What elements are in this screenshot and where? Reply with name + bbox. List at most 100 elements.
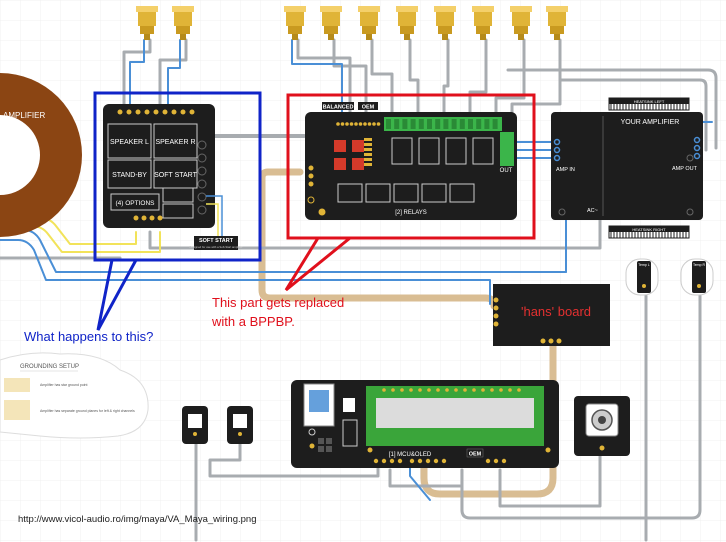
pin bbox=[162, 109, 168, 115]
push-button-2 bbox=[227, 406, 253, 444]
ic-chip bbox=[352, 140, 364, 152]
wire-button-2 bbox=[208, 442, 380, 478]
options-box bbox=[110, 193, 160, 211]
speaker-board-bottom-pins bbox=[133, 215, 163, 221]
pin bbox=[425, 458, 431, 464]
rca-jack-icon bbox=[136, 6, 158, 40]
rca-jack-icon bbox=[172, 6, 194, 40]
relay-block-icon bbox=[393, 183, 419, 203]
pin bbox=[336, 122, 340, 126]
relay-board-chips bbox=[334, 138, 372, 170]
ic-chip bbox=[334, 140, 346, 152]
pin bbox=[397, 458, 403, 464]
annotation-blue: What happens to this? bbox=[24, 91, 262, 344]
pin bbox=[189, 109, 195, 115]
wire-blue-rca-r bbox=[167, 39, 181, 106]
grounding-setup-panel: GROUNDING SETUP Amplifier has star groun… bbox=[0, 352, 149, 439]
pin bbox=[382, 388, 386, 392]
ic-chip bbox=[334, 158, 346, 170]
relay-blocks bbox=[337, 137, 494, 203]
annotation-red-text-line-2: with a BPPBP. bbox=[211, 314, 295, 329]
speaker-board: SPEAKER L SPEAKER R STAND-BY SOFT START … bbox=[103, 104, 215, 228]
relay-block-icon bbox=[418, 137, 440, 165]
speaker-l-label: SPEAKER L bbox=[110, 139, 149, 146]
pin bbox=[454, 388, 458, 392]
amp-in-pins bbox=[553, 138, 561, 162]
annotation-red-text-line-1: This part gets replaced bbox=[212, 295, 344, 310]
wire-rca-5 bbox=[442, 38, 450, 114]
rca-jack-icon bbox=[510, 6, 532, 40]
relay-block-icon bbox=[337, 183, 363, 203]
rca-jack-icon bbox=[396, 6, 418, 40]
pin bbox=[144, 109, 150, 115]
ribbon-cable-relays-hans bbox=[258, 168, 498, 310]
smd-part bbox=[364, 143, 372, 146]
rca-jack-row bbox=[136, 6, 568, 40]
mcu-small-parts bbox=[308, 428, 551, 453]
pin bbox=[499, 388, 503, 392]
annotation-red-pointer bbox=[284, 236, 351, 292]
soft-start-tag: SOFT START Designed for use with a Soft-… bbox=[189, 195, 243, 250]
rotary-encoder bbox=[574, 396, 630, 456]
relay-block-icon bbox=[445, 137, 467, 165]
ribbon-cable-hans-mcu bbox=[420, 338, 557, 498]
pin bbox=[126, 109, 132, 115]
relay-block-icon bbox=[391, 137, 413, 165]
temp-left-label: Temp L bbox=[638, 263, 650, 267]
ic-chip bbox=[352, 158, 364, 170]
soft-start-tag-note: Designed for use with a Soft-Start ampli… bbox=[189, 245, 242, 249]
wire-rca-6 bbox=[468, 38, 488, 114]
relays-label: [2] RELAYS bbox=[395, 210, 427, 216]
amp-out-pins bbox=[693, 136, 701, 160]
wire-mcu-local bbox=[388, 468, 462, 488]
oem-label-bottom: OEM bbox=[469, 452, 482, 458]
terminal-slot bbox=[394, 119, 400, 129]
pin bbox=[400, 388, 404, 392]
mcu-oled-label: [1] MCU&OLED bbox=[389, 452, 432, 458]
soft-start-relay bbox=[153, 159, 198, 189]
pin bbox=[441, 458, 447, 464]
out-terminal bbox=[500, 132, 514, 166]
wire-rca-2 bbox=[332, 38, 368, 114]
relay-block-icon bbox=[472, 137, 494, 165]
terminal-slot bbox=[476, 119, 482, 129]
voltage-regulator bbox=[342, 419, 358, 447]
oem-label-top: OEM bbox=[362, 105, 375, 111]
source-url: http://www.vicol-audio.ro/img/maya/VA_Ma… bbox=[18, 514, 256, 525]
oled-display-screen bbox=[376, 398, 534, 428]
rca-jack-icon bbox=[472, 6, 494, 40]
pin bbox=[517, 388, 521, 392]
rca-jack-icon bbox=[434, 6, 456, 40]
relay-block-icon bbox=[449, 183, 475, 203]
pin bbox=[485, 458, 491, 464]
stand-by-relay bbox=[107, 159, 152, 189]
pin bbox=[418, 388, 422, 392]
grounding-note-2: Amplifier has separate ground planes for… bbox=[40, 409, 135, 413]
smd-part bbox=[364, 153, 372, 156]
wire-rca-3 bbox=[370, 38, 394, 114]
pin bbox=[367, 122, 372, 126]
wire-rca-1 bbox=[296, 38, 352, 114]
pin bbox=[171, 109, 177, 115]
pin bbox=[349, 122, 354, 126]
grounding-title: GROUNDING SETUP bbox=[20, 364, 79, 370]
pin bbox=[409, 388, 413, 392]
wire-temp-r bbox=[460, 294, 702, 520]
wire-options-ac bbox=[148, 212, 602, 250]
pin bbox=[345, 122, 349, 126]
push-button-2-cap bbox=[233, 414, 247, 428]
heatsink-right-label: HEATSINK RIGHT bbox=[632, 227, 666, 232]
pin bbox=[389, 458, 395, 464]
pin bbox=[157, 215, 163, 221]
ac-label: AC~ bbox=[587, 208, 598, 214]
your-amplifier-label: YOUR AMPLIFIER bbox=[621, 119, 680, 126]
pin bbox=[376, 122, 381, 126]
rca-jack-icon bbox=[546, 6, 568, 40]
amplifier-toroid: AMPLIFIER bbox=[0, 73, 82, 237]
pin bbox=[135, 109, 141, 115]
wire-top-amp-out bbox=[506, 68, 718, 150]
option-block-2 bbox=[162, 203, 194, 219]
options-label: (4) OPTIONS bbox=[115, 200, 155, 207]
out-label: OUT bbox=[500, 168, 513, 174]
